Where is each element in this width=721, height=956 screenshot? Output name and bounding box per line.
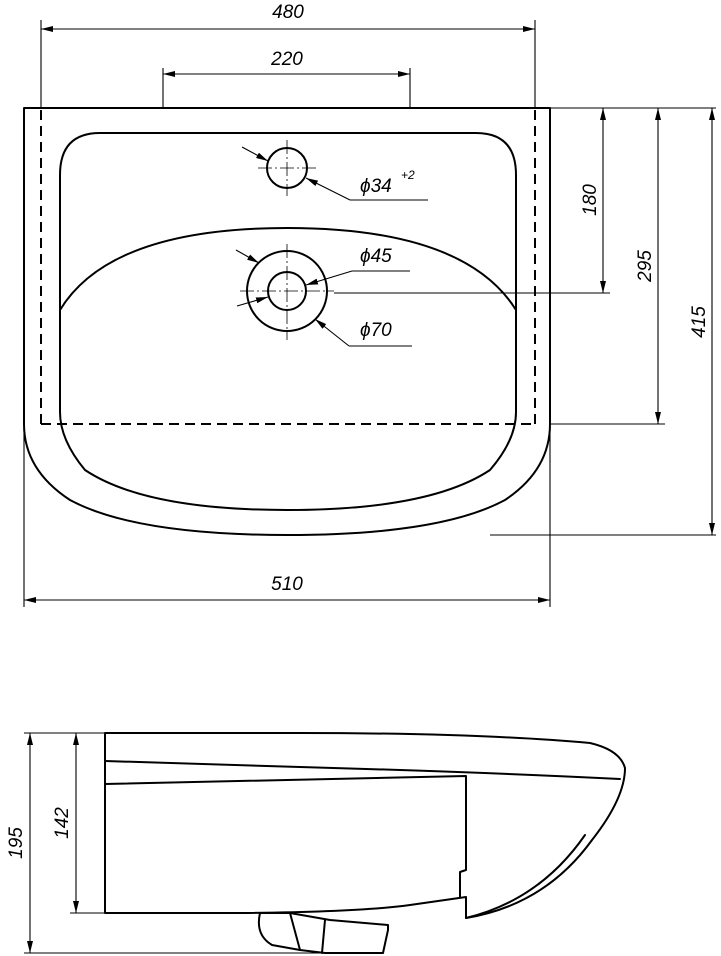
bowl-inner-outline <box>59 132 517 511</box>
tap-hole-diameter-label: ϕ34 <box>360 176 392 197</box>
side-rim-line <box>104 760 621 780</box>
dim-195-label: 195 <box>6 827 27 859</box>
drain-outer-leader <box>235 249 260 264</box>
drain-inner-diameter-label: ϕ45 <box>360 246 392 267</box>
basin-outer-outline <box>23 107 551 536</box>
dim-415-label: 415 <box>689 306 710 338</box>
side-drain-ring2 <box>289 912 301 951</box>
side-drain-ring <box>321 919 326 954</box>
tap-hole-tolerance-label: +2 <box>401 168 415 182</box>
drain-inner-leader <box>236 296 269 307</box>
dim-510-label: 510 <box>271 574 303 595</box>
side-outer-profile <box>104 732 626 919</box>
side-view: 195 142 <box>6 732 626 954</box>
side-bowl-curve <box>465 834 586 919</box>
dim-142-label: 142 <box>52 807 73 839</box>
side-wall-recess <box>104 775 467 898</box>
bowl-dish-arc <box>59 227 517 311</box>
tap-hole-leader-out <box>305 177 351 201</box>
drain-inner-leader-out <box>305 270 353 286</box>
dim-180-label: 180 <box>580 184 601 216</box>
dim-295-label: 295 <box>635 250 656 283</box>
tap-hole-leader <box>241 146 269 162</box>
drain-outer-leader-out <box>314 318 350 347</box>
dim-220-label: 220 <box>270 49 303 70</box>
dim-480-label: 480 <box>272 2 304 23</box>
side-drain-spout <box>257 912 389 954</box>
drain-outer-diameter-label: ϕ70 <box>360 320 392 341</box>
top-view: ϕ34 +2 ϕ45 ϕ70 480 220 510 <box>23 2 716 607</box>
